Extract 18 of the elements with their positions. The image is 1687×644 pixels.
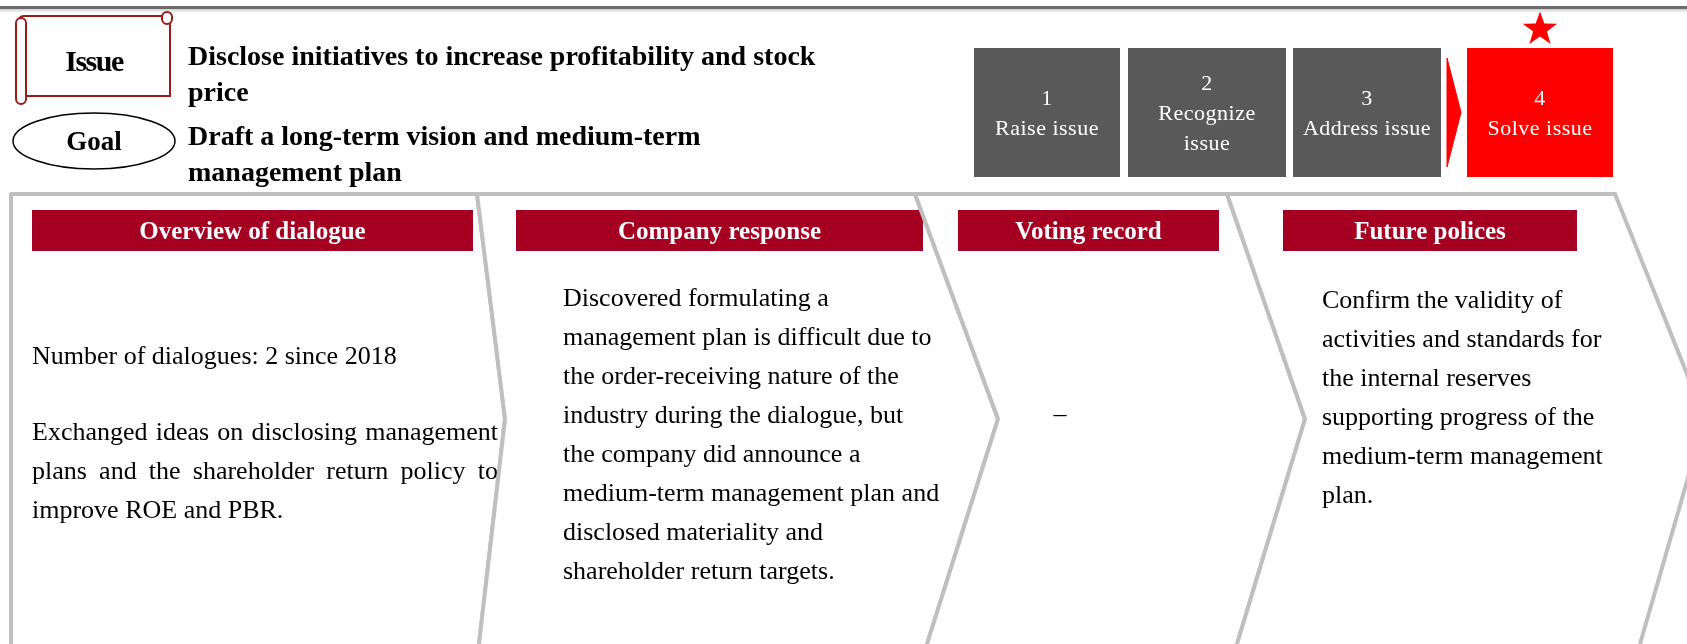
panel-text: Number of dialogues: 2 since 2018 (32, 340, 398, 372)
ellipse-shape: Goal (12, 112, 176, 170)
panel-text: Discovered formulating a management plan is difficult due to the order-receiving nature of the industry during the dialogue, but the company did announce a medium-term management plan and disclosed materiality and shareholder return targets. (563, 282, 941, 587)
panel-heading: Future polices (1283, 210, 1577, 251)
panel-text: – (1052, 398, 1068, 430)
step-box: 3 Address issue (1293, 48, 1441, 177)
panel-heading: Company response (516, 210, 923, 251)
chevron-arrow (1446, 57, 1462, 168)
panel-heading: Overview of dialogue (32, 210, 473, 251)
step-box: 2 Recognize issue (1128, 48, 1286, 177)
panel-heading: Voting record (958, 210, 1219, 251)
statement-text: Disclose initiatives to increase profitability and stock price (188, 39, 817, 109)
panel-text: Exchanged ideas on disclosing management plans and the shareholder return policy to improve ROE and PBR. (32, 416, 498, 526)
step-box: 1 Raise issue (974, 48, 1120, 177)
statement-text: Draft a long-term vision and medium-term management plan (188, 119, 702, 189)
active-step-box: 4 Solve issue (1467, 48, 1613, 177)
chevron-panel (1227, 194, 1687, 644)
panel-text: Confirm the validity of activities and standards for the internal reserves supporting progress of the medium-term management plan. (1322, 284, 1604, 511)
